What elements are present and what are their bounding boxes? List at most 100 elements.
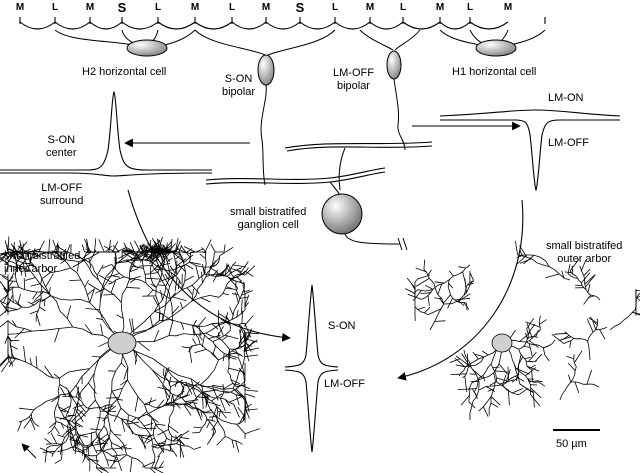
dendrite-twig xyxy=(102,448,113,452)
ganglion-cell-label: small bistratifed ganglion cell xyxy=(230,206,307,231)
dendrite-twig xyxy=(17,421,22,432)
dendrite-twig xyxy=(91,442,98,454)
dendrite-branch xyxy=(455,364,470,368)
dendrite-twig xyxy=(193,402,200,416)
dendrite-twig xyxy=(206,418,216,422)
dendrite-twig xyxy=(136,244,145,253)
dendrite-twig xyxy=(494,370,508,373)
dendrite-twig xyxy=(571,265,574,275)
dendrite-branch xyxy=(519,383,534,392)
dendrite-twig xyxy=(545,273,560,279)
dendrite-twig xyxy=(54,426,60,434)
dendrite-twig xyxy=(185,399,199,403)
dendrite-branch xyxy=(414,306,429,316)
lm-on-right-label: LM-ON xyxy=(548,92,584,104)
dendrite-branch xyxy=(167,418,173,437)
dendrite-branch xyxy=(455,355,472,368)
inner-arbor-label: small bistratifed inner arbor xyxy=(4,250,81,275)
dendrite-twig xyxy=(69,433,77,441)
dendrite-twig xyxy=(102,416,109,422)
dendrite-branch xyxy=(74,428,84,448)
cone-arc-2 xyxy=(89,21,123,30)
dendrite-twig xyxy=(90,428,102,431)
dendrite-twig xyxy=(184,275,194,282)
dendrite-twig xyxy=(170,379,183,388)
dendrite-twig xyxy=(120,379,128,386)
dendrite-twig xyxy=(222,293,229,296)
cone-label-12: M xyxy=(435,2,445,13)
dendrite-twig xyxy=(45,267,51,274)
cone-label-11: L xyxy=(399,2,407,13)
dendrite-branch xyxy=(144,403,167,409)
dendrite-branch xyxy=(583,275,587,290)
dendrite-twig xyxy=(137,341,150,352)
dendrite-twig xyxy=(239,296,249,299)
dendrite-twig xyxy=(185,264,194,270)
cone-arc-12 xyxy=(439,21,471,30)
dendrite-twig xyxy=(454,357,466,368)
dendrite-branch xyxy=(470,367,480,391)
dendrite-twig xyxy=(31,298,42,304)
dendrite-twig xyxy=(211,323,219,330)
dendrite-twig xyxy=(110,279,117,293)
dendrite-twig xyxy=(457,293,471,303)
dendrite-twig xyxy=(112,454,126,457)
dendrite-twig xyxy=(195,265,200,279)
dendrite-twig xyxy=(242,284,246,294)
dendrite-twig xyxy=(154,268,161,271)
dendrite-twig xyxy=(211,406,218,420)
dendrite-branch xyxy=(134,434,151,441)
dendrite-twig xyxy=(131,318,135,334)
dendrite-twig xyxy=(4,263,19,269)
dendrite-branch xyxy=(154,279,170,312)
dendrite-twig xyxy=(511,377,519,383)
h1-horizontal-cell-label: H1 horizontal cell xyxy=(452,66,537,78)
dendrite-twig xyxy=(199,253,206,259)
dendrite-twig xyxy=(587,283,591,293)
cone-label-5: M xyxy=(190,2,200,13)
dendrite-twig xyxy=(201,335,205,348)
dendrite-twig xyxy=(194,348,207,354)
dendrite-twig xyxy=(0,302,9,313)
dendrite-branch xyxy=(36,367,60,379)
dendrite-twig xyxy=(172,433,183,442)
dendrite-branch xyxy=(238,322,246,327)
dendrite-twig xyxy=(0,255,9,266)
dendrite-twig xyxy=(17,293,21,305)
dendrite-twig xyxy=(569,258,580,272)
dendrite-twig xyxy=(29,416,36,430)
dendrite-twig xyxy=(415,267,427,273)
dendrite-twig xyxy=(153,467,164,473)
dendrite-twig xyxy=(124,246,136,253)
dendrite-twig xyxy=(219,246,234,257)
dendrite-twig xyxy=(569,340,572,348)
dendrite-branch xyxy=(514,364,521,384)
dendrite-twig xyxy=(179,444,185,458)
dendrite-twig xyxy=(24,277,36,281)
dendrite-twig xyxy=(146,277,162,280)
dendrite-branch xyxy=(74,402,79,429)
dendrite-branch xyxy=(8,251,26,261)
dendrite-twig xyxy=(241,299,243,314)
dendrite-twig xyxy=(464,376,468,392)
dendrite-twig xyxy=(514,375,525,382)
dendrite-twig xyxy=(66,244,71,253)
dendrite-twig xyxy=(1,275,9,281)
signal-arrows xyxy=(124,121,524,381)
dendrite-twig xyxy=(179,439,185,446)
dendrite-twig xyxy=(529,364,536,369)
dendrite-branch xyxy=(84,259,99,281)
dendrite-twig xyxy=(103,405,107,412)
dendrite-twig xyxy=(244,408,258,411)
dendrite-branch xyxy=(7,320,33,332)
dendrite-twig xyxy=(586,369,593,385)
dendrite-twig xyxy=(588,317,598,324)
dendrite-twig xyxy=(420,292,431,294)
dendrite-branch xyxy=(76,431,97,439)
dendrite-twig xyxy=(231,439,235,448)
dendrite-twig xyxy=(74,421,84,428)
dendrite-branch xyxy=(213,251,224,258)
dendrite-twig xyxy=(168,444,178,457)
dendrite-twig xyxy=(230,379,241,385)
dendrite-twig xyxy=(11,242,16,256)
